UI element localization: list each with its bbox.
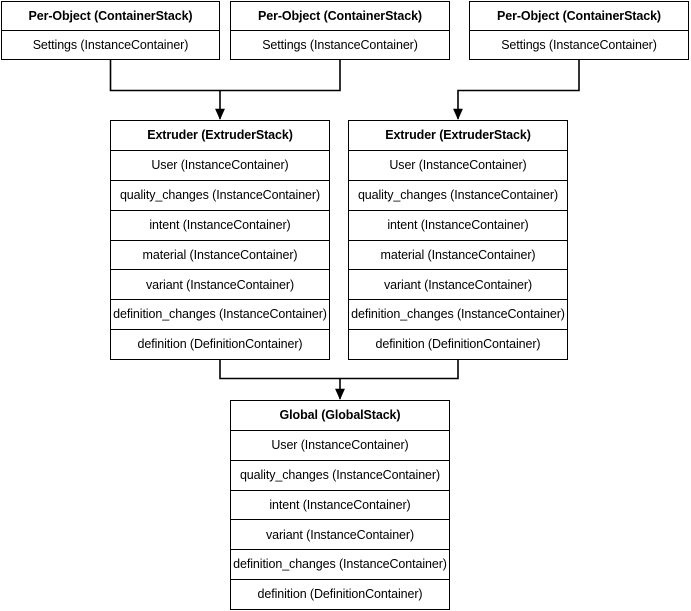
node-header: Per-Object (ContainerStack) xyxy=(257,8,422,23)
node-row-material: material (InstanceContainer) xyxy=(111,239,329,270)
node-header: Extruder (ExtruderStack) xyxy=(385,128,531,143)
node-row-definition-changes: definition_changes (InstanceContainer) xyxy=(231,549,449,579)
node-row-variant: variant (InstanceContainer) xyxy=(349,269,567,299)
node-row-material: material (InstanceContainer) xyxy=(349,239,567,270)
node-row-definition-changes: definition_changes (InstanceContainer) xyxy=(349,299,567,329)
node-header: Extruder (ExtruderStack) xyxy=(147,128,293,143)
edge-ex1-gl0 xyxy=(340,360,459,380)
node-row-definition: definition (DefinitionContainer) xyxy=(231,579,449,609)
node-row-user: User (InstanceContainer) xyxy=(111,149,329,180)
node-row-quality-changes: quality_changes (InstanceContainer) xyxy=(349,179,567,210)
node-header: Per-Object (ContainerStack) xyxy=(496,8,661,23)
node-row-variant: variant (InstanceContainer) xyxy=(231,519,449,549)
node-row-user: User (InstanceContainer) xyxy=(349,149,567,180)
node-row-settings: Settings (InstanceContainer) xyxy=(470,30,688,59)
node-row-intent: intent (InstanceContainer) xyxy=(231,489,449,520)
node-extruder-stack-2[interactable]: Extruder (ExtruderStack) User (InstanceC… xyxy=(348,120,568,360)
node-row-quality-changes: quality_changes (InstanceContainer) xyxy=(231,459,449,490)
node-row-intent: intent (InstanceContainer) xyxy=(111,209,329,240)
node-row-definition-changes: definition_changes (InstanceContainer) xyxy=(111,299,329,329)
node-per-object-stack-2[interactable]: Per-Object (ContainerStack) Settings (In… xyxy=(230,1,450,60)
node-row-intent: intent (InstanceContainer) xyxy=(349,209,567,240)
node-row-quality-changes: quality_changes (InstanceContainer) xyxy=(111,179,329,210)
node-header: Per-Object (ContainerStack) xyxy=(28,8,193,23)
edge-po0-ex0 xyxy=(109,60,220,92)
node-row-definition: definition (DefinitionContainer) xyxy=(111,329,329,359)
node-per-object-stack-3[interactable]: Per-Object (ContainerStack) Settings (In… xyxy=(469,1,689,60)
edge-po2-ex1 xyxy=(453,60,580,120)
node-row-settings: Settings (InstanceContainer) xyxy=(2,30,219,59)
edge-po1-ex0 xyxy=(220,60,341,92)
node-per-object-stack-1[interactable]: Per-Object (ContainerStack) Settings (In… xyxy=(1,1,220,60)
node-row-variant: variant (InstanceContainer) xyxy=(111,269,329,299)
edge-ex0-gl0 xyxy=(219,360,340,380)
node-row-user: User (InstanceContainer) xyxy=(231,429,449,460)
node-global-stack[interactable]: Global (GlobalStack) User (InstanceConta… xyxy=(230,400,450,610)
node-header: Global (GlobalStack) xyxy=(279,408,401,423)
node-row-definition: definition (DefinitionContainer) xyxy=(349,329,567,359)
node-row-settings: Settings (InstanceContainer) xyxy=(231,30,449,59)
node-extruder-stack-1[interactable]: Extruder (ExtruderStack) User (InstanceC… xyxy=(110,120,330,360)
